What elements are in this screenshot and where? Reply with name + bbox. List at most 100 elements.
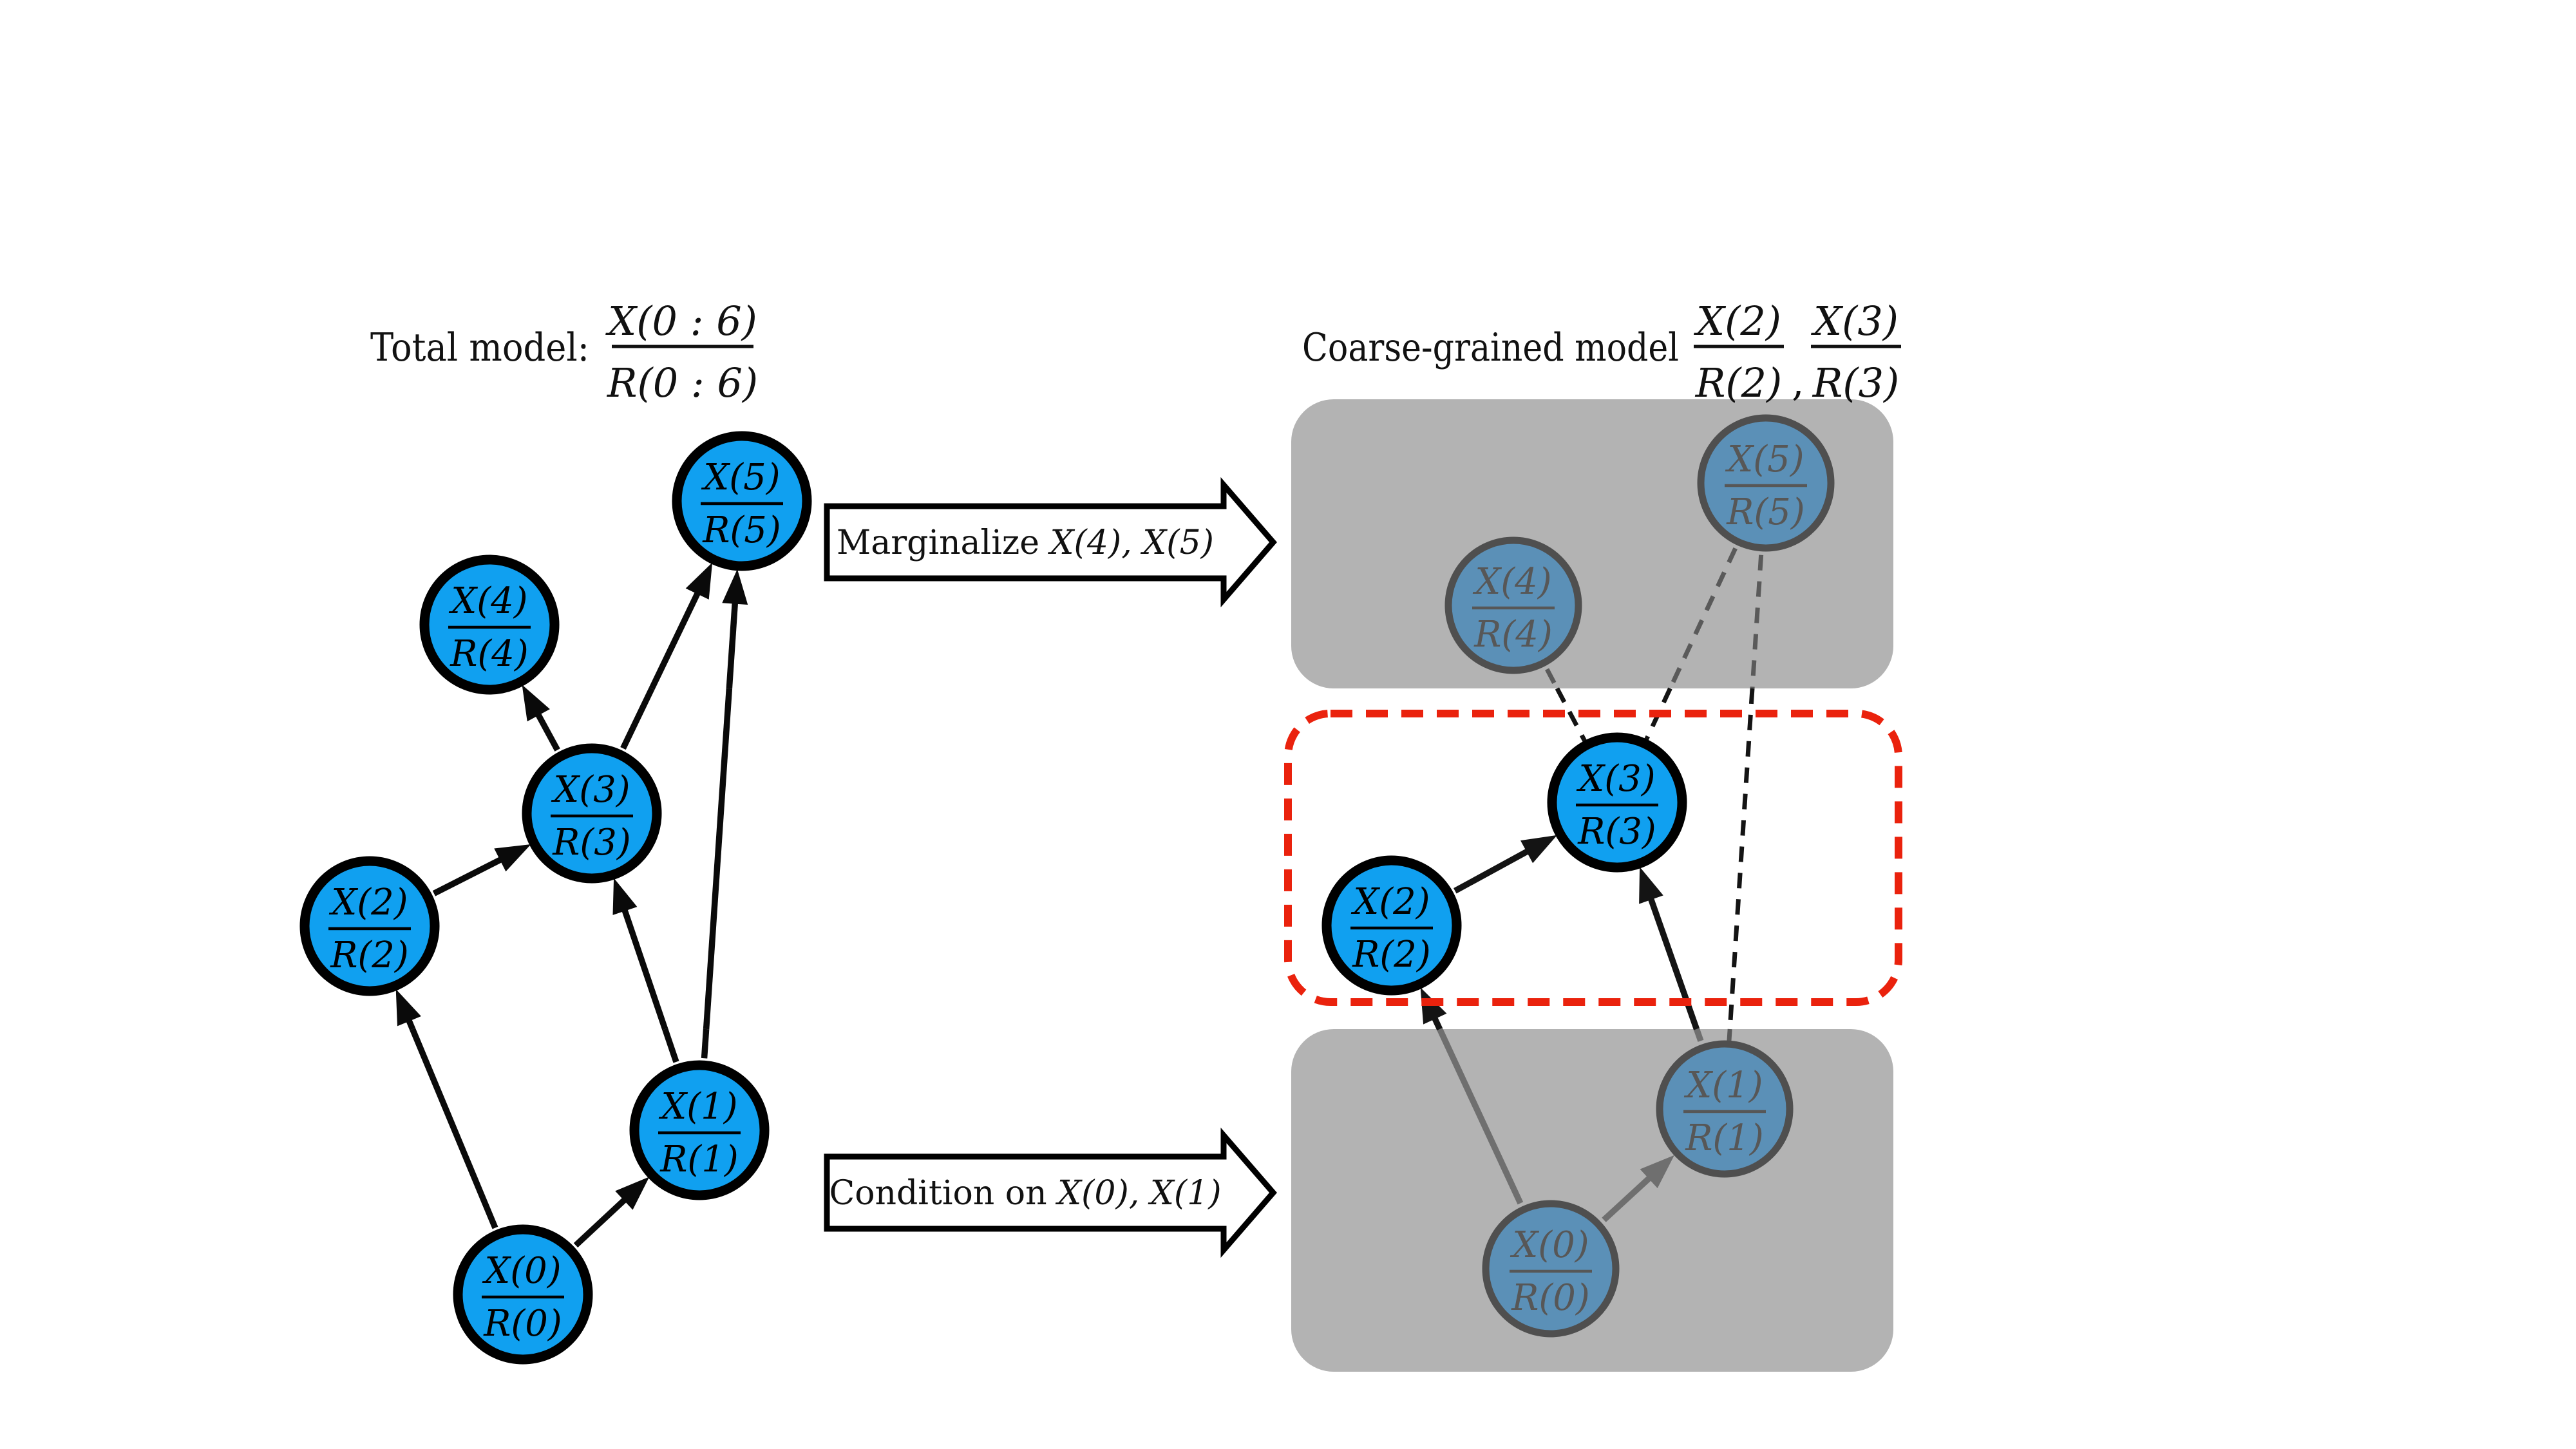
node-X5-total-denominator: R(5) [702, 509, 781, 551]
node-X2-coarse-circle [1321, 855, 1462, 996]
title-coarse-grained-text: Coarse-grained model [1302, 325, 1679, 370]
dashed-edge-X5-X1 [1727, 688, 1755, 1030]
dashed-edge-X5-X1 [1750, 554, 1764, 689]
banner-marginalize-math: X(4), X(5) [1048, 524, 1214, 562]
edge-X0-X1 [573, 1193, 632, 1248]
title-coarse-frac2-den: R(3) [1812, 359, 1900, 406]
edge-X1-X3 [662, 1028, 679, 1063]
edge-X3-X5 [620, 687, 655, 750]
coarse-grained-selection-box [1284, 710, 1902, 1006]
node-X4-total-circle [419, 554, 560, 695]
title-total-model: Total model: X(0 : 6) R(0 : 6) [370, 298, 758, 406]
edge-X0-X1-arrowhead [1640, 1155, 1674, 1188]
title-total-model-frac-den: R(0 : 6) [607, 359, 758, 406]
edge-X3-X4 [532, 707, 560, 752]
title-total-model-frac-num: X(0 : 6) [605, 298, 757, 345]
node-X4-coarse: X(4) R(4) [1444, 536, 1582, 674]
node-X1-coarse-denominator: R(1) [1685, 1117, 1764, 1159]
title-coarse-frac1-num: X(2) [1694, 298, 1781, 345]
node-X0-coarse-numerator: X(0) [1510, 1224, 1589, 1266]
node-X1-total: X(1) R(1) [629, 1060, 770, 1200]
banner-condition-math: X(0), X(1) [1055, 1174, 1221, 1213]
node-X4-coarse-numerator: X(4) [1472, 561, 1551, 603]
node-X2-total-denominator: R(2) [330, 934, 409, 976]
banner-condition: Condition on X(0), X(1) [824, 1127, 1277, 1258]
title-coarse-separator: , [1792, 358, 1804, 405]
node-X2-total-numerator: X(2) [328, 882, 408, 923]
node-X3-coarse-numerator: X(3) [1576, 758, 1655, 800]
edge-X2-X3 [1454, 846, 1535, 894]
node-X4-coarse-circle [1444, 536, 1582, 674]
node-X2-total-circle [299, 856, 440, 996]
node-X5-coarse-circle [1697, 414, 1835, 552]
node-X1-total-numerator: X(1) [658, 1086, 737, 1128]
left-edges-layer [395, 562, 748, 1248]
node-X0-total: X(0)R(0) [453, 1224, 593, 1365]
selection-box-layer [1284, 710, 1902, 1006]
title-coarse-frac2-num: X(3) [1811, 298, 1899, 345]
node-X5-total-numerator: X(5) [701, 457, 780, 498]
edge-X0-X1-arrowhead [615, 1177, 650, 1210]
node-X4-coarse-denominator: R(4) [1473, 614, 1553, 656]
node-X2-total: X(2) R(2) [299, 856, 440, 996]
node-X3-coarse: X(3) R(3) [1547, 732, 1687, 873]
node-X2-coarse-denominator: R(2) [1352, 934, 1431, 976]
node-X0-total-numerator: X(0) [482, 1250, 561, 1292]
node-X3-total-circle [522, 743, 662, 884]
banner-marginalize-prefix: Marginalize [837, 524, 1050, 562]
edge-X3-X5 [649, 586, 703, 690]
node-X2-coarse: X(2) R(2) [1321, 855, 1462, 996]
edge-X1-X3-arrowhead [612, 878, 638, 915]
banner-marginalize: Marginalize X(4), X(5) [824, 477, 1277, 608]
banner-marginalize-label: Marginalize X(4), X(5) [837, 524, 1214, 562]
node-X2-coarse-numerator: X(2) [1350, 881, 1430, 923]
title-coarse-grained-model: Coarse-grained model X(2) R(2) , X(3) R(… [1302, 298, 1901, 406]
edge-X1-X3 [1645, 892, 1700, 1030]
node-X5-total-circle [672, 431, 812, 571]
node-X0-coarse-circle [1482, 1200, 1620, 1338]
node-X3-coarse-circle [1547, 732, 1687, 873]
node-X0-total-circle [453, 1224, 593, 1365]
node-X3-coarse-denominator: R(3) [1577, 811, 1656, 853]
node-X1-total-denominator: R(1) [659, 1139, 739, 1180]
node-X1-total-circle [629, 1060, 770, 1200]
edge-X1-X3-arrowhead [1639, 867, 1663, 904]
node-X5-coarse-numerator: X(5) [1725, 439, 1804, 480]
node-X3-total-numerator: X(3) [551, 769, 630, 811]
node-X5-total: X(5) R(5) [672, 431, 812, 571]
node-X1-coarse-circle [1656, 1040, 1794, 1178]
node-X0-coarse-denominator: R(0) [1511, 1277, 1590, 1319]
edge-X1-X3 [1694, 1028, 1704, 1042]
banner-marginalize-arrow-shape [824, 477, 1277, 608]
edge-X0-X2 [410, 1028, 498, 1229]
edge-X2-X3-arrowhead [1520, 835, 1557, 864]
edge-X1-X5 [701, 1028, 710, 1059]
node-X4-total-denominator: R(4) [450, 633, 529, 675]
right-nodes-layer: X(0) R(0) X(1) R(1) X(2) R(2) X(3) R(3) X(4) R(4)… [1321, 414, 1835, 1338]
right-edges-layer [1420, 835, 1704, 1222]
edge-X2-X3 [432, 854, 508, 896]
node-X5-coarse-denominator: R(5) [1726, 491, 1805, 533]
node-X4-total-numerator: X(4) [448, 580, 527, 622]
banner-condition-arrow-shape [824, 1127, 1277, 1258]
left-nodes-layer: X(0)R(0) X(1) R(1) X(2) R(2) X(3) R(3) X(4) R(4)… [299, 431, 812, 1365]
node-X1-coarse-numerator: X(1) [1683, 1065, 1763, 1106]
edge-X1-X5-arrowhead [722, 569, 748, 605]
node-X5-coarse: X(5) R(5) [1697, 414, 1835, 552]
node-X1-coarse: X(1) R(1) [1656, 1040, 1794, 1178]
node-X4-total: X(4) R(4) [419, 554, 560, 695]
edge-X0-X2-arrowhead [395, 989, 421, 1027]
dashed-edge-X5-X1 [1727, 1028, 1732, 1041]
banner-condition-prefix: Condition on [829, 1174, 1057, 1213]
title-coarse-frac1-den: R(2) [1695, 359, 1783, 406]
edge-X1-X5 [726, 596, 739, 689]
edge-X1-X3 [620, 903, 668, 1030]
edge-X0-X1 [1602, 1171, 1656, 1222]
banner-condition-label: Condition on X(0), X(1) [829, 1174, 1221, 1213]
edge-X3-X4-arrowhead [522, 685, 550, 722]
node-X3-total: X(3) R(3) [522, 743, 662, 884]
node-X3-total-denominator: R(3) [552, 822, 631, 864]
edge-X3-X5-arrowhead [685, 562, 713, 600]
